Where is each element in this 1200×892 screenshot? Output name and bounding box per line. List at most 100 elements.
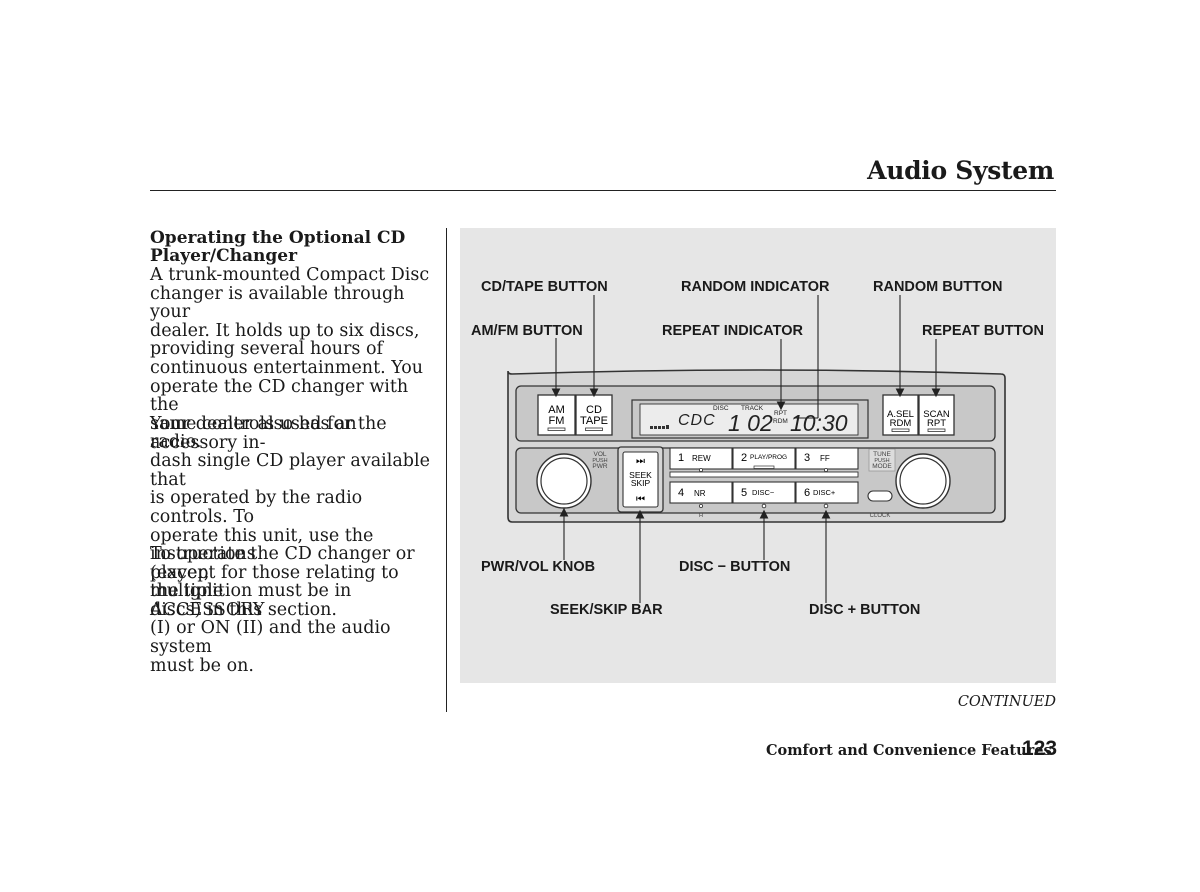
rdm-label: RDM [890,418,912,429]
text-line: (except for those relating to multiple [150,562,399,602]
column-divider [446,228,447,712]
text-line: discs) in this section. [150,599,337,620]
am-label: AM [548,404,565,416]
vol-label: VOL [593,451,606,458]
text-line: changer is available through your [150,283,405,323]
scan-label: SCAN [923,409,950,420]
section-heading-line: Player/Changer [150,246,298,266]
tape-label: TAPE [580,415,608,427]
text-line: (I) or ON (II) and the audio system [150,618,391,657]
preset-4-label: NR [694,489,706,498]
preset-5-number: 5 [741,487,747,499]
h-label: H [699,513,703,519]
display-rdm-indicator: RDM [773,418,788,425]
preset-1-number: 1 [678,452,684,464]
display-time: 10:30 [790,410,848,436]
preset-3-number: 3 [804,452,810,464]
preset-3-button[interactable]: 3 FF [795,447,859,470]
seek-label: SEEK [629,470,652,480]
seek-down-icon: ⏮ [636,494,645,505]
preset-2-label: PLAY/PROG [750,454,787,461]
callout-pwr-vol: PWR/VOL KNOB [481,559,595,575]
text-line: is operated by the radio controls. To [150,488,363,527]
display-track-label: TRACK [741,405,764,412]
signal-bars [650,425,669,429]
text-line: dash single CD player available that [150,451,430,490]
text-line: A trunk-mounted Compact Disc [150,265,430,285]
display-disc-track: 1 02 [728,410,773,436]
display-rpt-indicator: RPT [774,410,787,417]
am-fm-button[interactable]: AM FM [537,394,576,436]
paragraph-cd-changer: A trunk-mounted Compact Disc changer is … [150,266,442,452]
skip-label: SKIP [631,478,651,488]
preset-1-dot [698,467,703,472]
footer-section-title: Comfort and Convenience Features [766,742,1052,759]
tune-push-label: PUSH [874,458,889,464]
continued-label: CONTINUED [957,694,1056,710]
preset-6-button[interactable]: 6 DISC+ [795,481,859,504]
seek-up-icon: ⏭ [636,456,645,467]
preset-4-button[interactable]: 4 NR [669,481,733,504]
a-sel-rdm-button[interactable]: A.SEL RDM [882,394,919,436]
preset-3-label: FF [820,454,830,463]
header-rule [150,190,1056,191]
cd-label: CD [586,404,602,416]
page-title: Audio System [867,156,1054,185]
display-disc-label: DISC [713,405,729,412]
tune-label-box [868,448,896,472]
preset-1-label: REW [692,454,711,463]
tune-knob[interactable] [895,453,951,509]
preset-6-label: DISC+ [813,488,836,497]
callout-disc-plus: DISC + BUTTON [809,602,920,618]
preset-5-label: DISC− [752,488,775,497]
text-line: operate this unit, use the instructions [150,525,374,565]
section-heading-line: Operating the Optional CD [150,228,406,248]
text-line: providing several hours of [150,339,383,360]
text-line: Your dealer also has an accessory in- [150,414,357,453]
clock-label: CLOCK [870,513,891,519]
text-line: To operate the CD changer or player, [150,544,415,583]
pwr-vol-knob[interactable] [536,453,592,509]
text-line: the ignition must be in ACCESSORY [150,581,352,620]
leader-lines [551,295,941,603]
preset-6-dot [823,503,829,509]
callout-repeat-button: REPEAT BUTTON [922,323,1044,339]
callout-random-button: RANDOM BUTTON [873,279,1002,295]
callout-random-indicator: RANDOM INDICATOR [681,279,830,295]
preset-5-dot [761,503,767,509]
scan-rpt-button[interactable]: SCAN RPT [918,394,955,436]
cd-tape-button[interactable]: CD TAPE [575,394,613,436]
text-line: operate the CD changer with the [150,376,409,416]
callout-cd-tape: CD/TAPE BUTTON [481,279,608,295]
pwr-label: PWR [592,463,607,470]
preset-4-number: 4 [678,487,684,499]
rpt-label: RPT [927,418,946,429]
preset-2-button[interactable]: 2 PLAY/PROG [732,447,796,470]
callout-repeat-indicator: REPEAT INDICATOR [662,323,804,339]
tune-label: TUNE [873,451,891,458]
text-line: must be on. [150,655,254,676]
display-mode: CDC [678,412,716,429]
page-number: 123 [1022,737,1058,760]
paragraph-in-dash-player: Your dealer also has an accessory in- da… [150,415,442,620]
seek-skip-bar[interactable]: ⏭ SEEK SKIP ⏮ [617,446,664,513]
mode-label: MODE [872,463,892,470]
preset-1-button[interactable]: 1 REW [669,447,733,470]
a-sel-label: A.SEL [887,409,914,420]
text-line: dealer. It holds up to six discs, [150,320,420,341]
clock-button[interactable] [867,490,893,502]
preset-2-number: 2 [741,452,747,464]
callout-seek-skip: SEEK/SKIP BAR [550,602,663,618]
display-window: CDC DISC TRACK 1 02 RPT RDM 10:30 [631,399,869,439]
text-line: same controls used for the radio. [150,413,387,453]
preset-5-button[interactable]: 5 DISC− [732,481,796,504]
fm-label: FM [549,415,565,427]
preset-4-dot [698,503,703,508]
preset-6-number: 6 [804,487,810,499]
preset-divider-bar [669,471,859,478]
callout-disc-minus: DISC − BUTTON [679,559,790,575]
audio-unit-figure: CD/TAPE BUTTON AM/FM BUTTON RANDOM INDIC… [460,228,1056,683]
section-heading: Operating the Optional CD Player/Changer [150,229,440,265]
paragraph-ignition: To operate the CD changer or player, the… [150,545,442,675]
text-line: continuous entertainment. You [150,357,424,378]
